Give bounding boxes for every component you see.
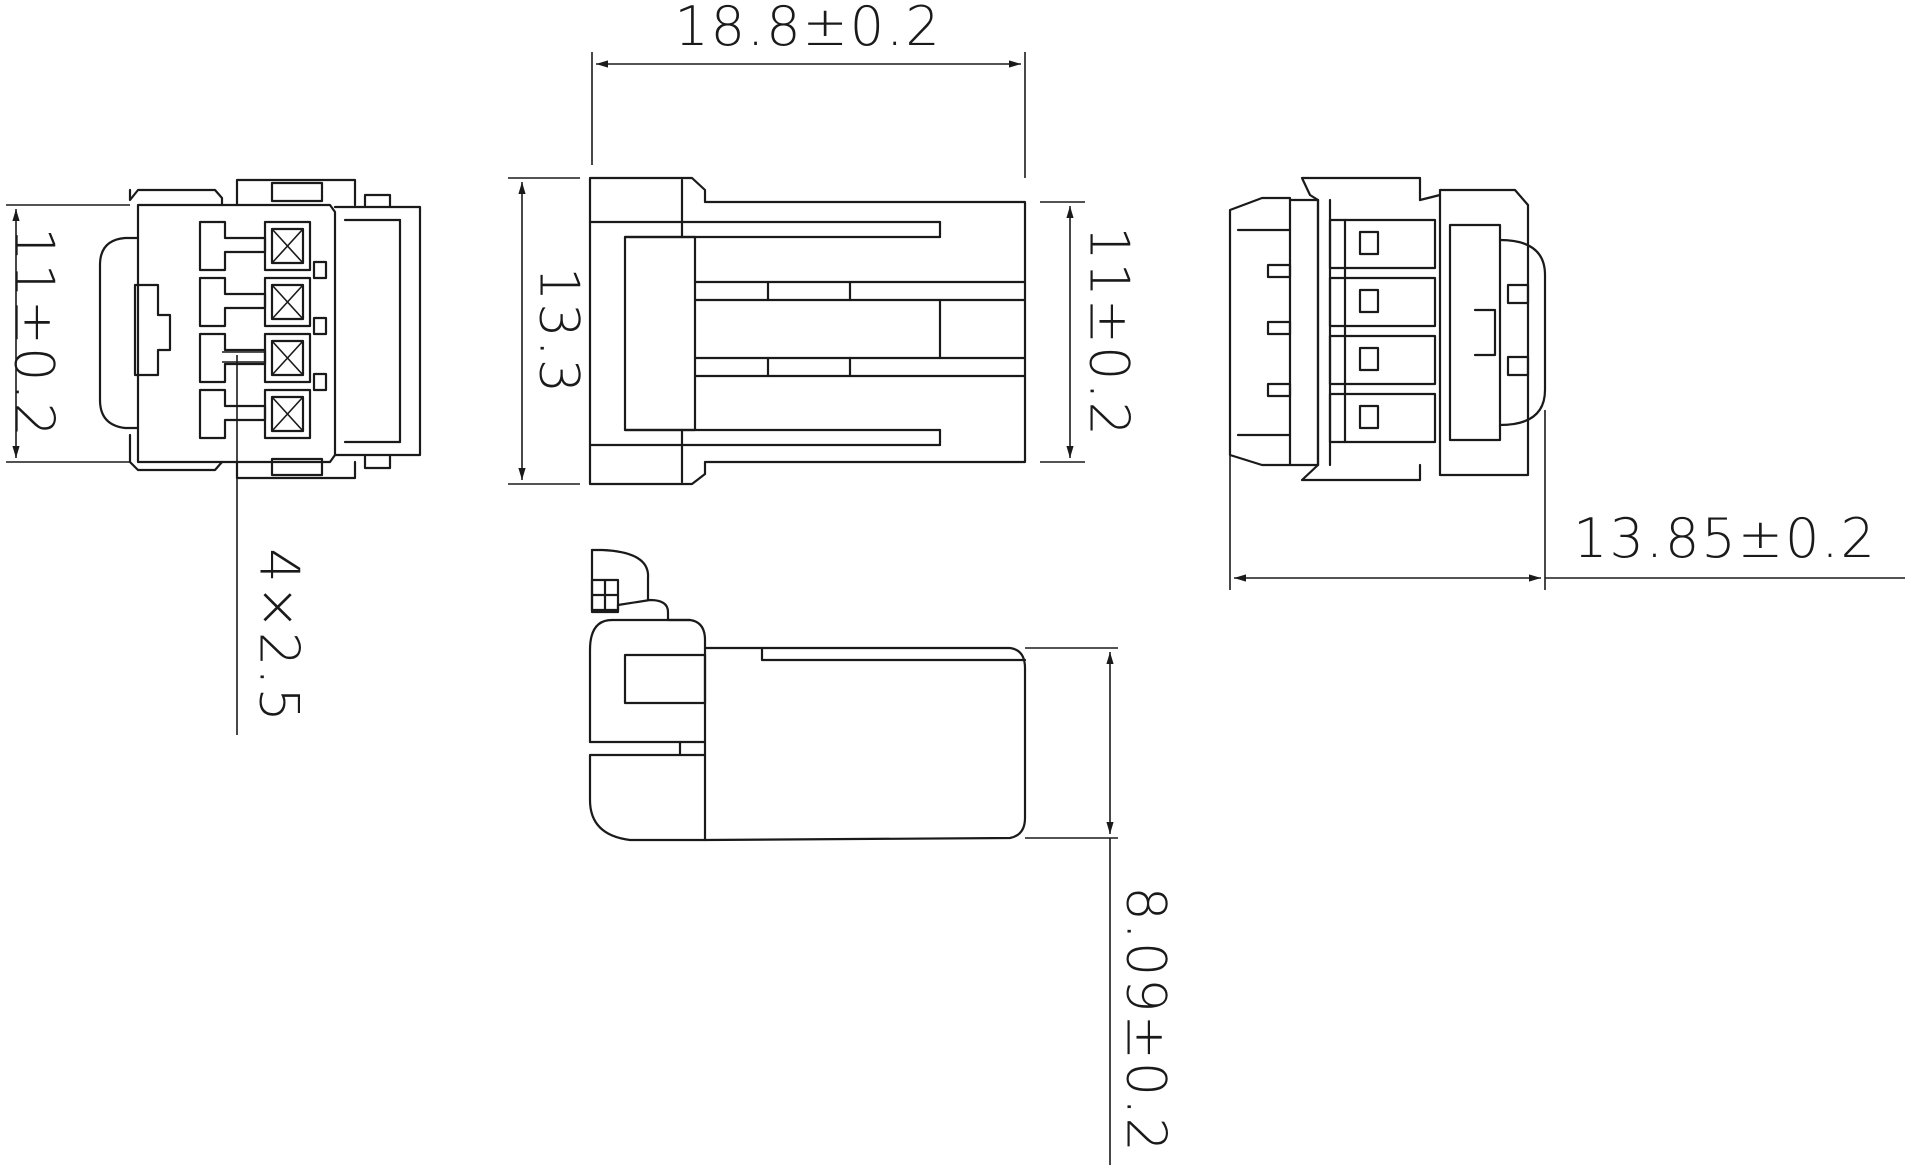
terminal-cavities (198, 220, 328, 440)
bottom-top-view (588, 548, 1027, 842)
left-front-view (98, 178, 422, 480)
dimension-label-right-height: 11±0.2 (1077, 226, 1140, 438)
dimension-label-pitch: 4×2.5 (247, 548, 310, 723)
dimension-label-top-width: 18.8±0.2 (674, 0, 941, 58)
dimension-label-middle-height: 13.3 (527, 267, 590, 395)
middle-side-view (588, 176, 1027, 486)
dimension-label-left-height: 11±0.2 (2, 227, 65, 439)
dimension-pitch: 4×2.5 (222, 351, 310, 735)
dimension-left-height: 11±0.2 (2, 204, 130, 463)
dimension-label-bottom-height: 8.09±0.2 (1114, 886, 1177, 1153)
dimension-bottom-height: 8.09±0.2 (1025, 647, 1177, 1165)
dimension-label-right-width: 13.85±0.2 (1573, 507, 1877, 570)
dimension-top-width: 18.8±0.2 (591, 0, 1026, 178)
dimension-right-height: 11±0.2 (1040, 201, 1140, 463)
dimension-right-width: 13.85±0.2 (1229, 410, 1905, 590)
right-rear-view (1228, 176, 1547, 482)
dimension-middle-height: 13.3 (508, 177, 590, 485)
